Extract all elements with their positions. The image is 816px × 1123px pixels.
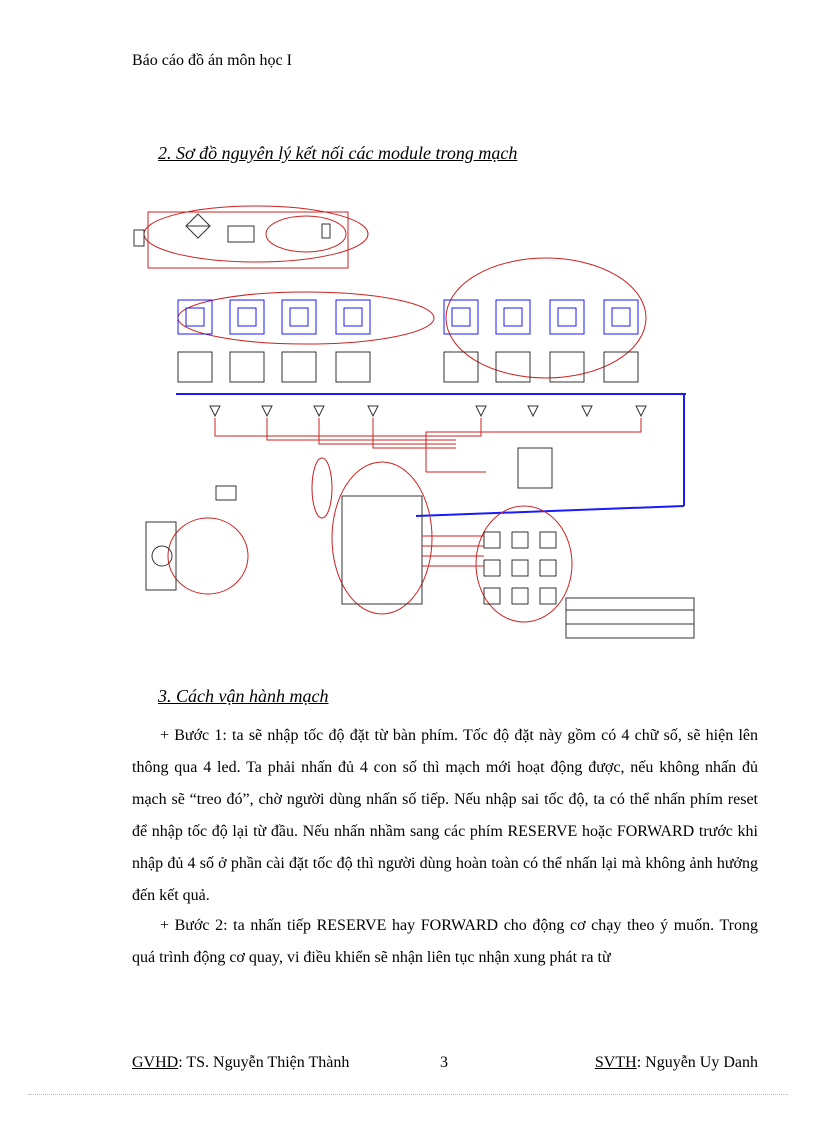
regulator-chip [227, 225, 255, 243]
motor-section [145, 517, 249, 595]
power-supply-section [143, 205, 369, 269]
display-group-right [443, 257, 647, 379]
paragraph-step-2: + Bước 2: ta nhấn tiếp RESERVE hay FORWA… [132, 917, 758, 966]
paragraph-step-1: + Bước 1: ta sẽ nhập tốc độ đặt từ bàn p… [132, 727, 758, 904]
section-2-title: 2. Sơ đồ nguyên lý kết nối các module tr… [158, 143, 518, 163]
footer-supervisor-label: GVHD [132, 1054, 179, 1071]
bridge-rectifier-icon [185, 213, 211, 239]
footer-supervisor: GVHD: TS. Nguyễn Thiện Thành [132, 1054, 349, 1072]
schematic-title-block [565, 597, 695, 639]
page-divider [28, 1094, 788, 1095]
circuit-schematic [133, 205, 695, 639]
footer-student-name: : Nguyễn Uy Danh [636, 1054, 758, 1071]
footer-supervisor-name: : TS. Nguyễn Thiện Thành [178, 1054, 350, 1071]
section-3-title: 3. Cách vận hành mạch [158, 686, 329, 706]
page-number: 3 [440, 1054, 448, 1071]
motor-icon [151, 545, 173, 567]
decoder-chips [177, 351, 639, 383]
driver-buffers [209, 405, 647, 418]
microcontroller-chip-icon [331, 461, 433, 615]
footer-student: SVTH: Nguyễn Uy Danh [595, 1054, 758, 1072]
display-group-left [177, 291, 435, 345]
page-header: Báo cáo đồ án môn học I [132, 52, 292, 69]
footer-student-label: SVTH [594, 1054, 637, 1071]
keypad-section [422, 505, 573, 623]
